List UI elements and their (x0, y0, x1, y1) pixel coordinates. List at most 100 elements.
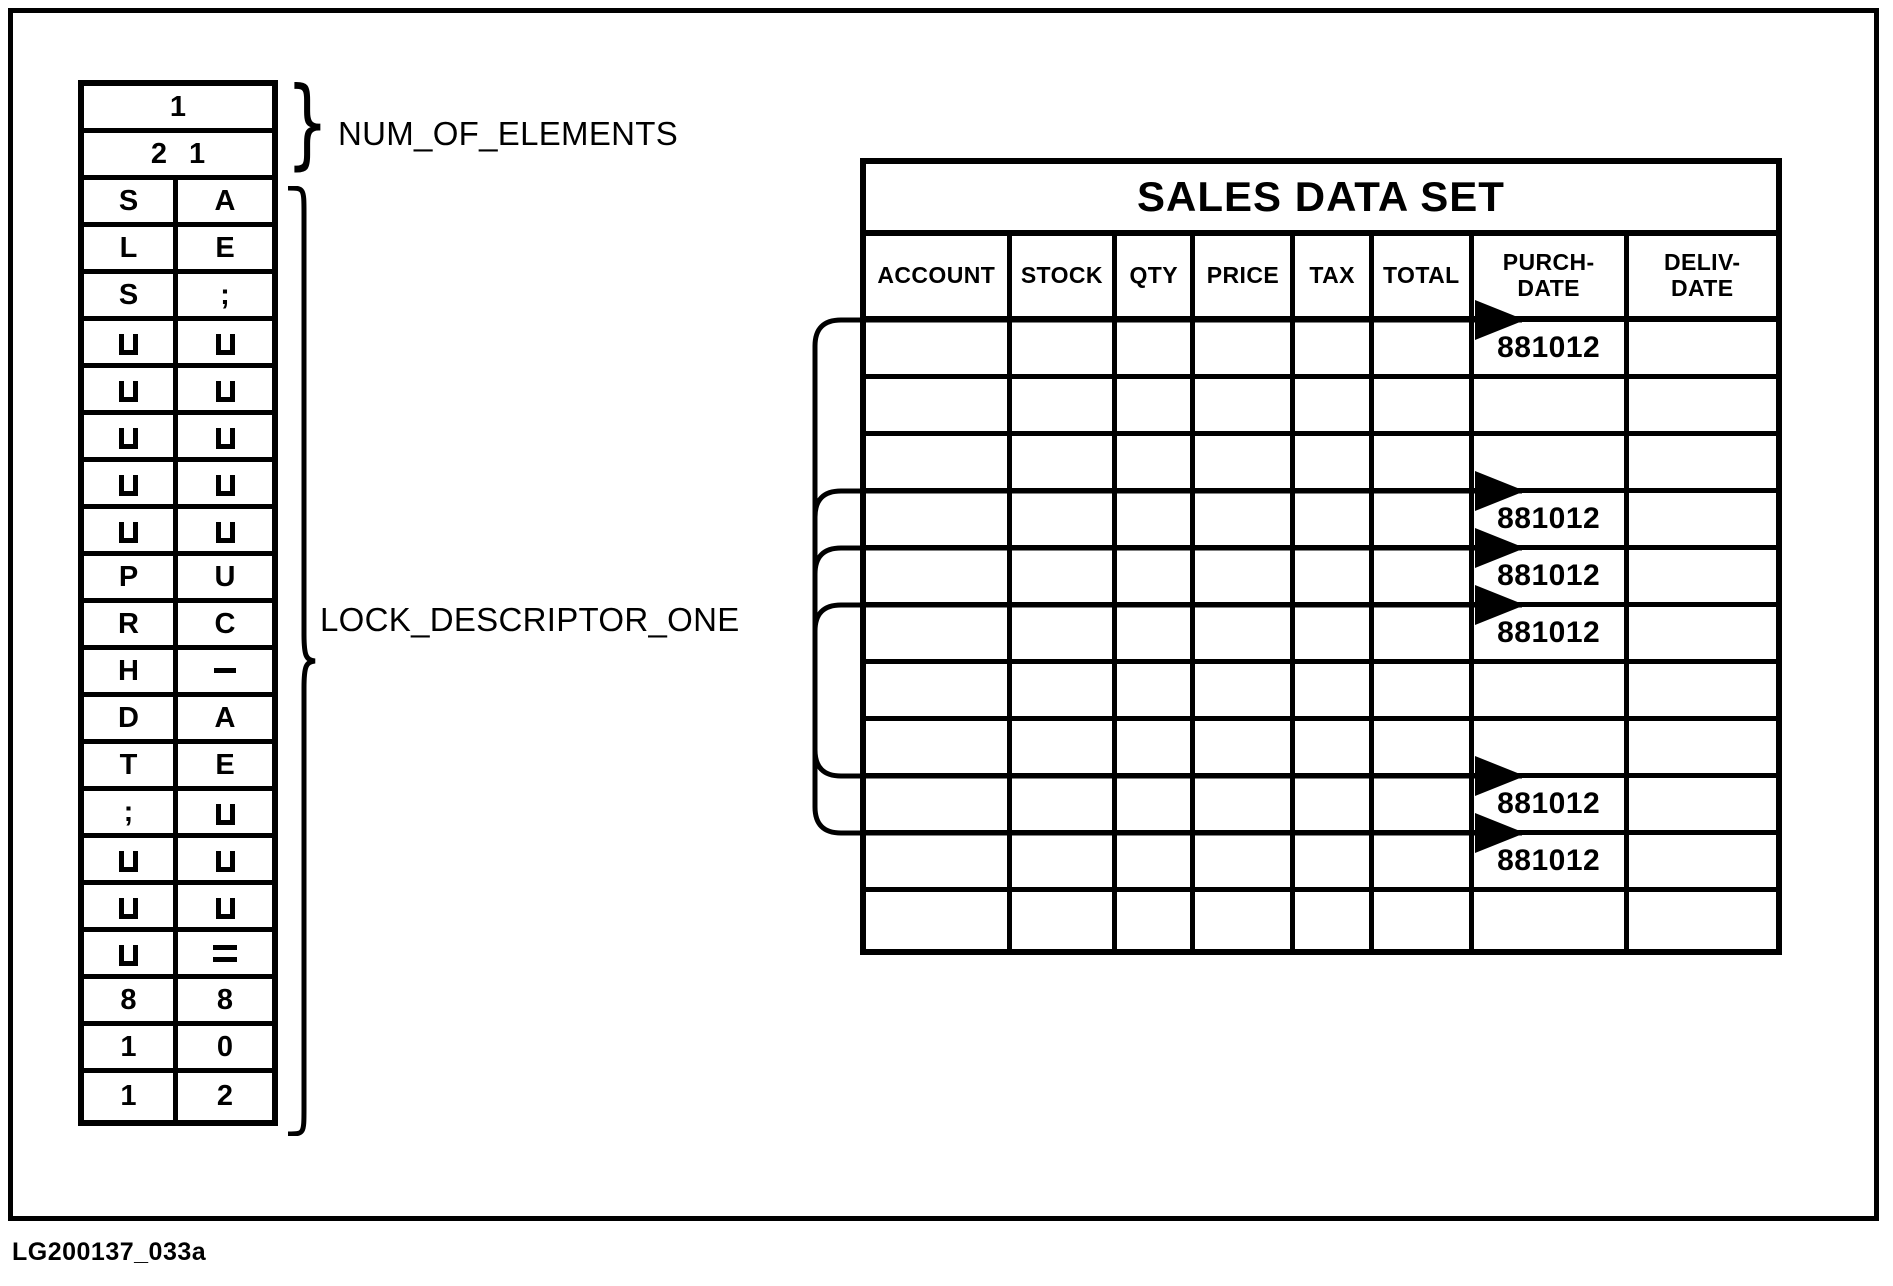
column-header-account: ACCOUNT (866, 236, 1012, 316)
cell-purch: 881012 (1474, 835, 1629, 887)
byte-cell-left (84, 368, 178, 410)
cell-price (1195, 664, 1296, 716)
cell-deliv (1629, 322, 1776, 374)
num-of-elements-value: 1 (169, 90, 187, 123)
cell-total (1374, 322, 1474, 374)
byte-cell-left (84, 415, 178, 457)
cell-qty (1117, 322, 1196, 374)
brace-lock-descriptor (287, 186, 316, 1136)
cell-qty (1117, 607, 1196, 659)
cell-qty (1117, 892, 1196, 949)
table-row: 881012 (866, 550, 1776, 607)
blank-space-icon (119, 333, 138, 355)
cell-total (1374, 550, 1474, 602)
cell-stock (1012, 379, 1118, 431)
byte-array-row (84, 321, 272, 368)
table-row: 881012 (866, 322, 1776, 379)
blank-space-icon (215, 850, 235, 872)
byte-cell-left: S (84, 274, 178, 316)
byte-cell-left: 1 (84, 1073, 178, 1120)
cell-account (866, 721, 1012, 773)
cell-tax (1295, 493, 1374, 545)
cell-purch: 881012 (1474, 550, 1629, 602)
table-row (866, 892, 1776, 949)
cell-price (1195, 322, 1296, 374)
cell-deliv (1629, 892, 1776, 949)
blank-space-icon (119, 380, 138, 402)
cell-price (1195, 436, 1296, 488)
byte-cell-left: L (84, 227, 178, 269)
cell-total (1374, 892, 1474, 949)
cell-price (1195, 379, 1296, 431)
byte-cell-right: U (214, 560, 236, 593)
byte-array-row: H (84, 650, 272, 697)
cell-tax (1295, 550, 1374, 602)
cell-account (866, 778, 1012, 830)
cell-deliv (1629, 664, 1776, 716)
cell-tax (1295, 379, 1374, 431)
cell-account (866, 892, 1012, 949)
blank-space-icon (215, 474, 235, 496)
table-row: 881012 (866, 607, 1776, 664)
column-header-qty: QTY (1117, 236, 1196, 316)
cell-total (1374, 664, 1474, 716)
byte-array-row (84, 509, 272, 556)
byte-cell-right (178, 321, 272, 363)
table-row (866, 436, 1776, 493)
cell-purch (1474, 721, 1629, 773)
cell-purch (1474, 664, 1629, 716)
cell-account (866, 835, 1012, 887)
cell-account (866, 322, 1012, 374)
cell-qty (1117, 778, 1196, 830)
blank-space-icon (119, 944, 138, 966)
byte-cell-right: ; (220, 278, 230, 311)
byte-cell-right (178, 650, 272, 692)
cell-stock (1012, 721, 1118, 773)
byte-array-row (84, 415, 272, 462)
table-row: 881012 (866, 778, 1776, 835)
byte-cell-left (84, 462, 178, 504)
byte-cell-right (178, 932, 272, 974)
byte-cell-right (178, 415, 272, 457)
cell-tax (1295, 664, 1374, 716)
cell-price (1195, 892, 1296, 949)
figure-border (8, 8, 1879, 1221)
sales-data-set-title: SALES DATA SET (866, 164, 1776, 236)
cell-purch (1474, 436, 1629, 488)
byte-cell-right (178, 462, 272, 504)
brace-num-of-elements: } (286, 65, 329, 181)
byte-cell-right (178, 368, 272, 410)
cell-qty (1117, 436, 1196, 488)
blank-space-icon (119, 897, 138, 919)
byte-array-row (84, 368, 272, 415)
byte-cell-left (84, 838, 178, 880)
cell-tax (1295, 835, 1374, 887)
blank-space-icon (215, 803, 235, 825)
cell-tax (1295, 778, 1374, 830)
blank-space-icon (119, 521, 138, 543)
byte-cell-right: 0 (216, 1030, 234, 1063)
blank-space-icon (215, 521, 235, 543)
cell-deliv (1629, 835, 1776, 887)
table-row (866, 664, 1776, 721)
byte-cell-right: E (215, 231, 235, 264)
cell-account (866, 379, 1012, 431)
cell-purch (1474, 379, 1629, 431)
byte-cell-right (178, 838, 272, 880)
cell-stock (1012, 892, 1118, 949)
blank-space-icon (119, 474, 138, 496)
table-row (866, 379, 1776, 436)
table-row (866, 721, 1776, 778)
blank-space-icon (215, 897, 235, 919)
cell-stock (1012, 436, 1118, 488)
byte-cell-left: 8 (84, 979, 178, 1021)
cell-purch: 881012 (1474, 322, 1629, 374)
blank-space-icon (119, 850, 138, 872)
